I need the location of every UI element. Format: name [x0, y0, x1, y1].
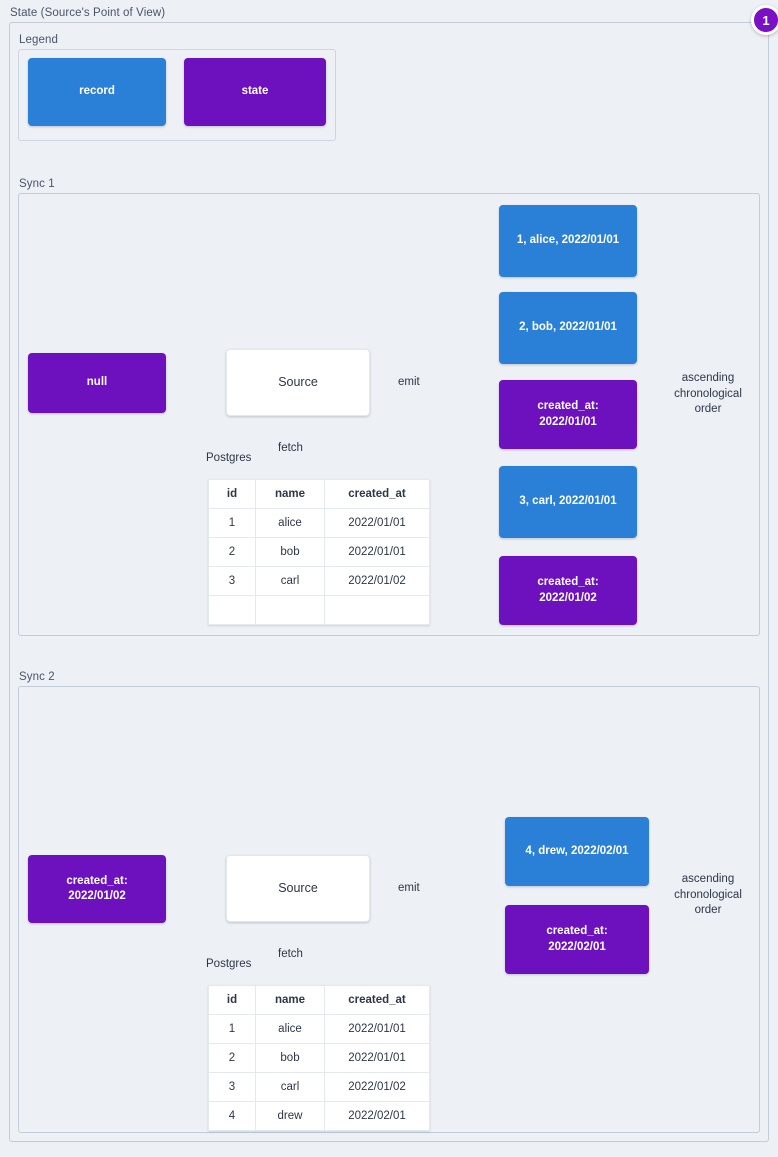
sync2-fetch-label: fetch — [278, 948, 303, 960]
sync1-cell-name: carl — [255, 566, 325, 596]
legend-label-state: state — [241, 85, 269, 98]
sync1-db-label: Postgres — [206, 452, 252, 464]
sync1-emitted-state-1-line1: created_at: — [537, 400, 599, 413]
table-header-row: id name created_at — [208, 479, 430, 509]
sync2-cell-id: 4 — [208, 1101, 256, 1131]
sync1-cell-created: 2022/01/02 — [324, 566, 430, 596]
table-row: 2 bob 2022/01/01 — [208, 537, 430, 567]
sync2-source-label: Source — [278, 881, 318, 896]
page-title: State (Source's Point of View) — [10, 7, 166, 19]
sync2-th-created: created_at — [324, 985, 430, 1015]
sync1-emitted-record-3-label: 3, carl, 2022/01/01 — [519, 495, 617, 508]
sync2-emitted-state-1-line1: created_at: — [546, 925, 608, 938]
sync1-emitted-record-1: 1, alice, 2022/01/01 — [499, 205, 637, 277]
sync1-cell-id: 3 — [208, 566, 256, 596]
sync2-cell-created: 2022/01/01 — [324, 1043, 430, 1073]
legend-swatch-state: state — [184, 58, 326, 126]
sync1-cell-created: 2022/01/01 — [324, 537, 430, 567]
sync1-source-label: Source — [278, 375, 318, 390]
sync2-order-label: ascending chronological order — [674, 873, 742, 917]
table-row: 4 drew 2022/02/01 — [208, 1101, 430, 1131]
sync2-emitted-record-1: 4, drew, 2022/02/01 — [505, 817, 649, 886]
sync2-source: Source — [226, 855, 370, 922]
sync2-cell-name: drew — [255, 1101, 325, 1131]
sync1-emitted-state-2: created_at: 2022/01/02 — [499, 556, 637, 625]
sync2-cell-id: 2 — [208, 1043, 256, 1073]
table-row: 2 bob 2022/01/01 — [208, 1043, 430, 1073]
sync1-emit-label: emit — [398, 376, 420, 388]
sync1-cell-id: 1 — [208, 508, 256, 538]
sync1-input-state: null — [28, 353, 166, 413]
table-row: 3 carl 2022/01/02 — [208, 566, 430, 596]
sync2-input-state: created_at: 2022/01/02 — [28, 855, 166, 923]
sync1-emitted-state-2-line2: 2022/01/02 — [539, 591, 597, 604]
legend-swatch-record: record — [28, 58, 166, 126]
sync1-order-label: ascending chronological order — [674, 372, 742, 416]
sync1-title: Sync 1 — [19, 178, 55, 190]
sync2-table: id name created_at 1 alice 2022/01/01 2 … — [208, 985, 430, 1131]
sync2-input-state-line1: created_at: — [66, 874, 128, 887]
sync2-cell-name: alice — [255, 1014, 325, 1044]
sync2-db-label: Postgres — [206, 958, 252, 970]
table-row: 1 alice 2022/01/01 — [208, 1014, 430, 1044]
sync2-cell-created: 2022/02/01 — [324, 1101, 430, 1131]
table-row: 3 carl 2022/01/02 — [208, 1072, 430, 1102]
step-badge[interactable]: 1 — [751, 5, 778, 35]
sync1-cell-id — [208, 595, 256, 625]
sync2-cell-id: 1 — [208, 1014, 256, 1044]
sync1-emitted-record-2-label: 2, bob, 2022/01/01 — [519, 321, 617, 334]
sync2-input-state-line2: 2022/01/02 — [68, 890, 126, 902]
sync1-emitted-record-2: 2, bob, 2022/01/01 — [499, 292, 637, 364]
sync2-th-id: id — [208, 985, 256, 1015]
sync1-cell-name: bob — [255, 537, 325, 567]
legend-title: Legend — [19, 34, 58, 46]
sync1-cell-created: 2022/01/01 — [324, 508, 430, 538]
sync1-emitted-state-1-line2: 2022/01/01 — [539, 415, 597, 428]
table-header-row: id name created_at — [208, 985, 430, 1015]
sync1-cell-id: 2 — [208, 537, 256, 567]
sync1-cell-name — [255, 595, 325, 625]
sync2-cell-name: bob — [255, 1043, 325, 1073]
sync1-source: Source — [226, 349, 370, 416]
sync2-cell-created: 2022/01/01 — [324, 1014, 430, 1044]
sync2-emit-label: emit — [398, 882, 420, 894]
sync1-emitted-record-1-label: 1, alice, 2022/01/01 — [516, 234, 620, 247]
sync2-th-name: name — [255, 985, 325, 1015]
table-row-empty — [208, 595, 430, 625]
sync1-th-id: id — [208, 479, 256, 509]
sync1-emitted-record-3: 3, carl, 2022/01/01 — [499, 466, 637, 538]
sync1-fetch-label: fetch — [278, 442, 303, 454]
legend-label-record: record — [79, 85, 115, 98]
sync2-cell-name: carl — [255, 1072, 325, 1102]
sync2-emitted-record-1-label: 4, drew, 2022/02/01 — [525, 844, 629, 857]
sync2-emitted-state-1-line2: 2022/02/01 — [548, 940, 606, 953]
sync1-cell-name: alice — [255, 508, 325, 538]
table-row: 1 alice 2022/01/01 — [208, 508, 430, 538]
sync1-input-state-label: null — [86, 376, 108, 389]
sync2-cell-id: 3 — [208, 1072, 256, 1102]
sync2-emitted-state-1: created_at: 2022/02/01 — [505, 905, 649, 974]
sync1-th-created: created_at — [324, 479, 430, 509]
sync1-emitted-state-2-line1: created_at: — [537, 576, 599, 589]
sync1-cell-created — [324, 595, 430, 625]
sync2-cell-created: 2022/01/02 — [324, 1072, 430, 1102]
sync1-th-name: name — [255, 479, 325, 509]
sync1-table: id name created_at 1 alice 2022/01/01 2 … — [208, 479, 430, 625]
sync2-title: Sync 2 — [19, 671, 55, 683]
sync1-emitted-state-1: created_at: 2022/01/01 — [499, 380, 637, 449]
